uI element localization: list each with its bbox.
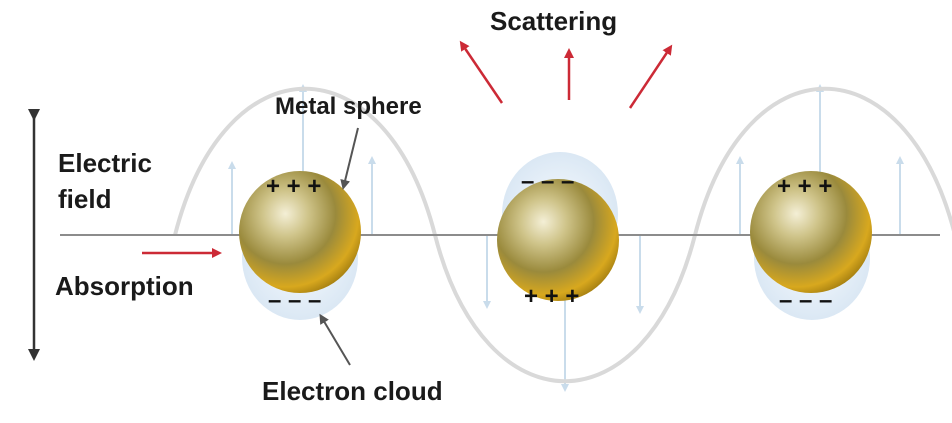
metal-sphere-2 [497,179,619,301]
charge-negative-2: – – – [521,168,574,195]
electron-cloud-pointer [319,313,351,366]
electric-field-label: Electric field [58,145,152,217]
electric-field-wave [173,86,952,384]
charge-positive-3: + + + [777,173,832,200]
charge-positive-2: + + + [524,283,579,310]
charge-positive-1: + + + [266,173,321,200]
charge-negative-1: – – – [268,287,321,314]
scattering-arrow-right [628,44,673,109]
electric-field-label-line1: Electric [58,148,152,178]
absorption-label: Absorption [55,271,194,301]
scattering-arrows [459,40,673,109]
metal-sphere-3 [750,171,872,293]
electric-field-label-line2: field [58,184,112,214]
charge-negative-3: – – – [779,287,832,314]
scattering-arrow-left [459,40,504,104]
scattering-label: Scattering [490,6,618,36]
electron-cloud-label: Electron cloud [262,376,443,406]
metal-sphere-pointer [340,127,359,190]
metal-sphere-label: Metal sphere [275,93,422,120]
metal-sphere-1 [239,171,361,293]
